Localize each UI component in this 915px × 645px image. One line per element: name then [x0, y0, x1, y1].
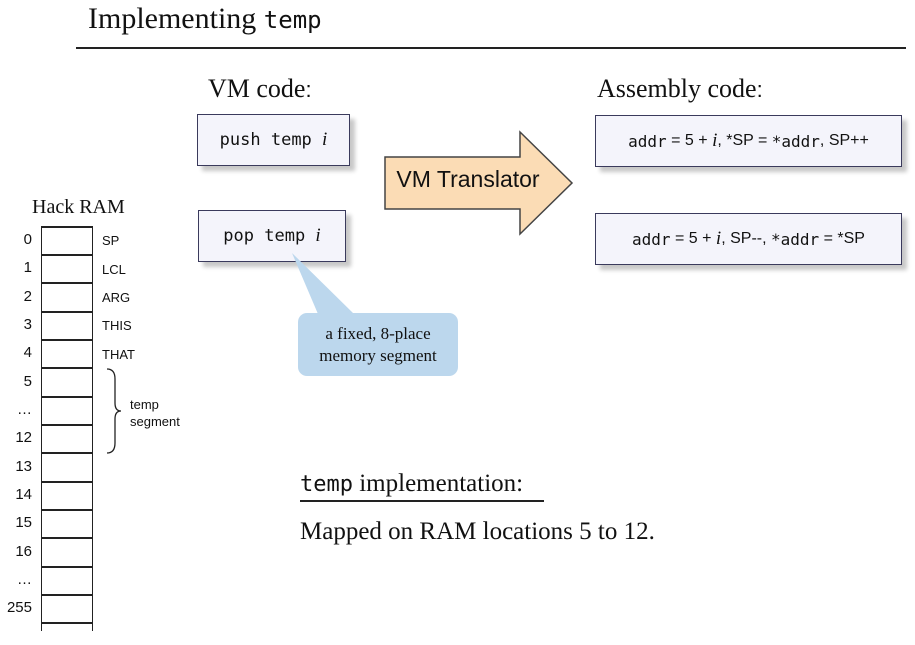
ram-cell-border [42, 282, 92, 284]
ram-index: 0 [23, 231, 32, 248]
temp-segment-label: temp segment [130, 397, 180, 429]
ram-index: 5 [23, 373, 32, 390]
ram-cell-border [42, 594, 92, 596]
asm-code-pop-box: addr = 5 + i, SP--, *addr = *SP [595, 213, 902, 265]
arrow-shape [384, 130, 574, 236]
ram-index: 3 [23, 316, 32, 333]
ram-cell-border [42, 311, 92, 313]
callout-pointer-shape [292, 253, 354, 314]
ram-cell-border [42, 622, 92, 624]
ram-cell-border [42, 452, 92, 454]
ram-cell-border [42, 537, 92, 539]
ram-index: 1 [23, 259, 32, 276]
implementation-heading: temp implementation: [300, 470, 524, 497]
register-label-this: THIS [102, 318, 132, 333]
ram-cell-border [42, 396, 92, 398]
ram-index: … [17, 401, 32, 418]
register-label-lcl: LCL [102, 262, 126, 277]
ram-cell-border [42, 424, 92, 426]
ram-column [41, 226, 93, 631]
ram-index: 12 [15, 429, 32, 446]
ram-cell-border [42, 226, 92, 228]
ram-index: 14 [15, 486, 32, 503]
page-title: Implementing temp [88, 2, 322, 35]
ram-index: 2 [23, 288, 32, 305]
register-label-sp: SP [102, 233, 120, 248]
translator-label: VM Translator [396, 166, 540, 192]
assembly-code-heading: Assembly code: [597, 74, 763, 103]
vm-code-heading: VM code: [208, 74, 312, 103]
ram-index: 255 [6, 599, 32, 616]
ram-cell-border [42, 254, 92, 256]
vm-code-pop-box: pop temp i [198, 210, 346, 262]
translator-arrow [384, 130, 574, 236]
register-label-that: THAT [102, 347, 135, 362]
ram-index: 16 [15, 543, 32, 560]
callout-bubble: a fixed, 8-place memory segment [298, 313, 458, 376]
ram-cell-border [42, 509, 92, 511]
ram-index: 13 [15, 458, 32, 475]
ram-index: … [17, 571, 32, 588]
ram-index: 4 [23, 344, 32, 361]
ram-cell-border [42, 367, 92, 369]
ram-cell-border [42, 481, 92, 483]
register-label-arg: ARG [102, 290, 131, 305]
vm-code-push-box: push temp i [197, 114, 350, 166]
title-rule [76, 47, 906, 49]
callout-pointer [292, 253, 354, 314]
ram-cell-border [42, 339, 92, 341]
ram-cell-border [42, 566, 92, 568]
implementation-heading-underline [300, 500, 544, 502]
implementation-text: Mapped on RAM locations 5 to 12. [300, 518, 655, 545]
ram-index: 15 [15, 514, 32, 531]
asm-code-push-box: addr = 5 + i, *SP = *addr, SP++ [595, 115, 902, 167]
hack-ram-label: Hack RAM [32, 196, 125, 218]
title-code: temp [263, 6, 322, 34]
temp-segment-brace [106, 368, 122, 454]
brace-path [106, 368, 122, 454]
